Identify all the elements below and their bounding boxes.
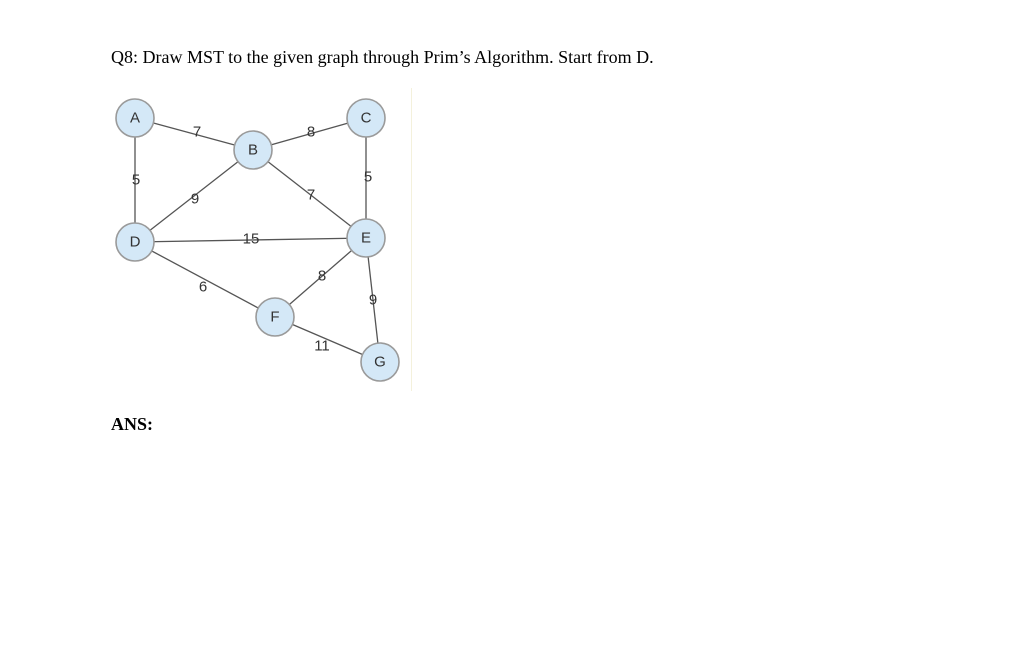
edge-weight-c-e: 5 (364, 169, 372, 186)
answer-label: ANS: (111, 414, 154, 434)
node-b: B (233, 130, 273, 170)
edge-weight-b-e: 7 (307, 187, 315, 204)
node-circle (115, 98, 155, 138)
edge-weight-e-g: 9 (369, 292, 377, 309)
node-label: D (130, 234, 141, 251)
node-circle (346, 218, 386, 258)
edge-weight-f-g: 11 (314, 338, 330, 355)
edge-weight-b-d: 9 (191, 191, 199, 208)
edge-e-g (365, 237, 381, 363)
edge-weight-b-c: 8 (307, 124, 315, 141)
edge-weight-d-f: 6 (199, 279, 207, 296)
edge-weight-e-f: 8 (318, 268, 326, 285)
node-f: F (255, 297, 295, 337)
graph-svg: 7 5 8 9 7 5 15 6 8 9 11 A B C D E F G (115, 98, 400, 382)
node-label: C (361, 110, 372, 127)
node-circle (255, 297, 295, 337)
weights-layer: 7 5 8 9 7 5 15 6 8 9 11 (132, 124, 377, 355)
edge-weight-a-d: 5 (132, 172, 140, 189)
edge-b-d (134, 149, 254, 243)
edge-e-f (274, 237, 367, 318)
node-e: E (346, 218, 386, 258)
edge-b-e (252, 149, 367, 239)
edge-a-b (134, 117, 254, 151)
graph-figure: 7 5 8 9 7 5 15 6 8 9 11 A B C D E F G (106, 88, 412, 391)
node-label: F (270, 309, 279, 326)
node-circle (233, 130, 273, 170)
node-d: D (115, 222, 155, 262)
node-g: G (360, 342, 400, 382)
edge-weight-a-b: 7 (193, 124, 201, 141)
node-label: A (130, 110, 140, 127)
edge-d-e (134, 237, 367, 243)
node-label: E (361, 230, 371, 247)
question-text: Q8: Draw MST to the given graph through … (111, 47, 654, 67)
figure-border (411, 88, 412, 391)
node-a: A (115, 98, 155, 138)
node-circle (360, 342, 400, 382)
nodes-layer: A B C D E F G (115, 98, 400, 382)
node-label: G (374, 354, 386, 371)
node-circle (346, 98, 386, 138)
node-c: C (346, 98, 386, 138)
node-label: B (248, 142, 258, 159)
node-circle (115, 222, 155, 262)
edge-weight-d-e: 15 (243, 231, 260, 248)
edge-d-f (134, 241, 276, 318)
